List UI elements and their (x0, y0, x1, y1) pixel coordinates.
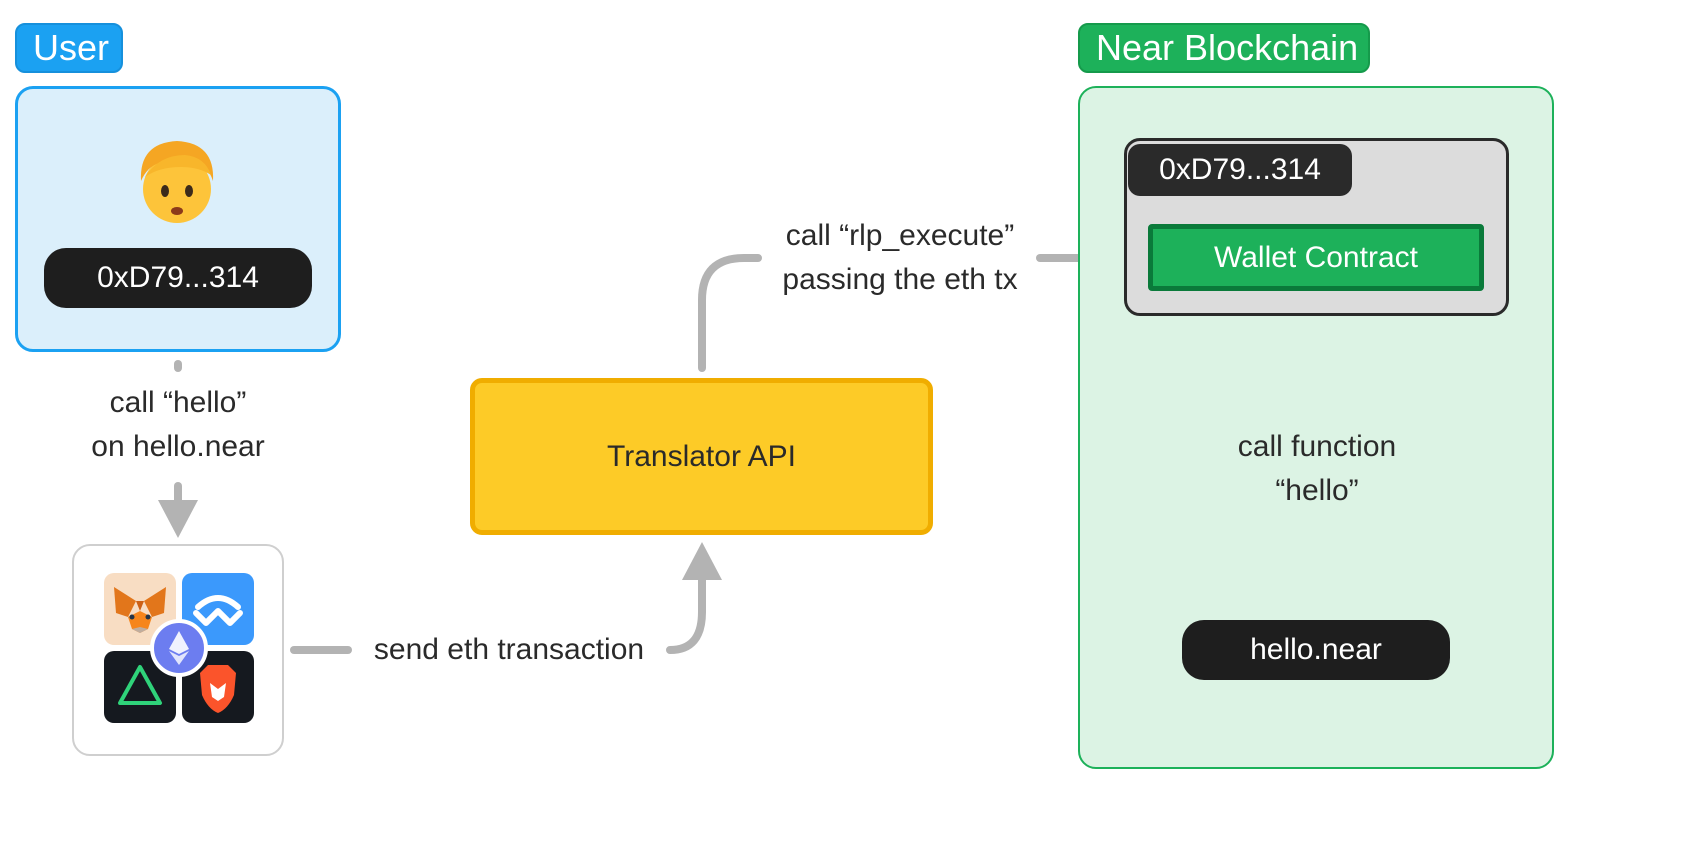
arrowhead-up-translator (682, 542, 722, 580)
near-account-address: 0xD79...314 (1128, 144, 1352, 196)
connector-send-to-translator (666, 576, 706, 654)
edge-label-line: on hello.near (91, 430, 265, 463)
connector-translator-to-rlp (698, 254, 762, 372)
edge-label-send-tx: send eth transaction (356, 628, 662, 672)
ethereum-icon (150, 619, 208, 677)
brave-wallet-icon (182, 651, 254, 723)
edge-label-line: call function (1237, 430, 1397, 463)
translator-api-box: Translator API (470, 378, 933, 535)
arrowhead-down-wallets (158, 500, 198, 538)
user-address-label: 0xD79...314 (97, 261, 259, 294)
edge-label-call-function: call function “hello” (1204, 425, 1430, 513)
hello-near-contract-pill: hello.near (1182, 620, 1450, 680)
user-tag-label: User (33, 27, 110, 68)
edge-label-rlp-execute: call “rlp_execute” passing the eth tx (762, 214, 1038, 302)
translator-api-label: Translator API (607, 439, 796, 473)
edge-label-call-hello: call “hello” on hello.near (60, 381, 296, 469)
person-emoji-icon (140, 141, 214, 223)
wallet-contract-label: Wallet Contract (1214, 240, 1418, 274)
near-blockchain-tag-label: Near Blockchain (1096, 27, 1359, 68)
near-blockchain-tag: Near Blockchain (1078, 23, 1370, 73)
edge-label-line: send eth transaction (373, 633, 645, 666)
wallet-contract-box: Wallet Contract (1148, 224, 1484, 291)
edge-label-line: call “hello” (109, 386, 247, 419)
hello-near-contract-label: hello.near (1250, 633, 1382, 666)
user-address-pill: 0xD79...314 (44, 248, 312, 308)
user-tag: User (15, 23, 123, 73)
edge-label-line: “hello” (1275, 474, 1359, 507)
near-account-address-label: 0xD79...314 (1159, 153, 1321, 186)
edge-label-line: call “rlp_execute” (785, 219, 1015, 252)
walletconnect-icon (182, 573, 254, 645)
edge-label-line: passing the eth tx (782, 263, 1018, 296)
